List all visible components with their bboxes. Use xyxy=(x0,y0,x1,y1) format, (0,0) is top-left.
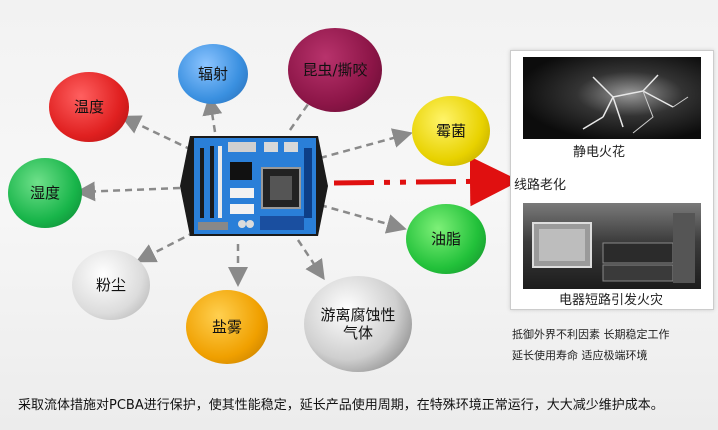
factor-label: 昆虫/撕咬 xyxy=(302,61,368,79)
factor-label: 盐雾 xyxy=(211,318,242,336)
fire-caption: 电器短路引发火灾 xyxy=(559,293,664,308)
arrow-to-radiation xyxy=(202,95,223,133)
factor-oil: 油脂 xyxy=(406,204,486,274)
footer-text: 采取流体措施对PCBA进行保护，使其性能稳定，延长产品使用周期，在特殊环境正常运… xyxy=(18,398,664,413)
factor-radiation: 辐射 xyxy=(178,44,248,104)
spark-caption: 静电火花 xyxy=(573,145,626,160)
arrow-to-corrosive-gas xyxy=(296,239,325,281)
benefit-note-2: 延长使用寿命 适应极端环境 xyxy=(512,349,648,362)
factor-humidity: 湿度 xyxy=(8,158,82,228)
arrow-to-mold xyxy=(319,128,413,160)
factor-label: 湿度 xyxy=(29,184,60,202)
factor-label: 霉菌 xyxy=(435,122,466,140)
wire-aging-label: 线路老化 xyxy=(514,178,567,193)
arrow-to-dust xyxy=(135,230,196,263)
factor-corrosive-gas: 游离腐蚀性气体 xyxy=(304,276,412,372)
factor-label: 油脂 xyxy=(430,230,461,248)
benefit-note-1: 抵御外界不利因素 长期稳定工作 xyxy=(512,328,670,341)
spark-icon xyxy=(582,74,689,134)
arrow-to-oil xyxy=(319,203,407,234)
spark-photo xyxy=(523,57,701,139)
factor-salt-spray: 盐雾 xyxy=(186,290,268,364)
factor-temperature: 温度 xyxy=(49,72,129,142)
motherboard-icon xyxy=(180,136,328,236)
consequence-panel: 静电火花 电器短路引发火灾 xyxy=(510,50,714,310)
factor-dust: 粉尘 xyxy=(72,250,150,320)
factor-label: 游离腐蚀性气体 xyxy=(320,306,396,342)
fire-photo xyxy=(523,203,701,289)
factor-mold: 霉菌 xyxy=(412,96,490,166)
appliance-icon xyxy=(532,213,695,283)
factor-label: 辐射 xyxy=(197,65,228,83)
arrow-to-right-panel xyxy=(333,156,520,207)
factor-label: 温度 xyxy=(73,98,104,116)
arrow-to-humidity xyxy=(75,181,181,202)
factor-insects: 昆虫/撕咬 xyxy=(288,28,382,112)
factor-label: 粉尘 xyxy=(95,276,126,294)
arrow-to-temperature xyxy=(120,115,193,152)
motherboard-illustration xyxy=(180,128,328,244)
